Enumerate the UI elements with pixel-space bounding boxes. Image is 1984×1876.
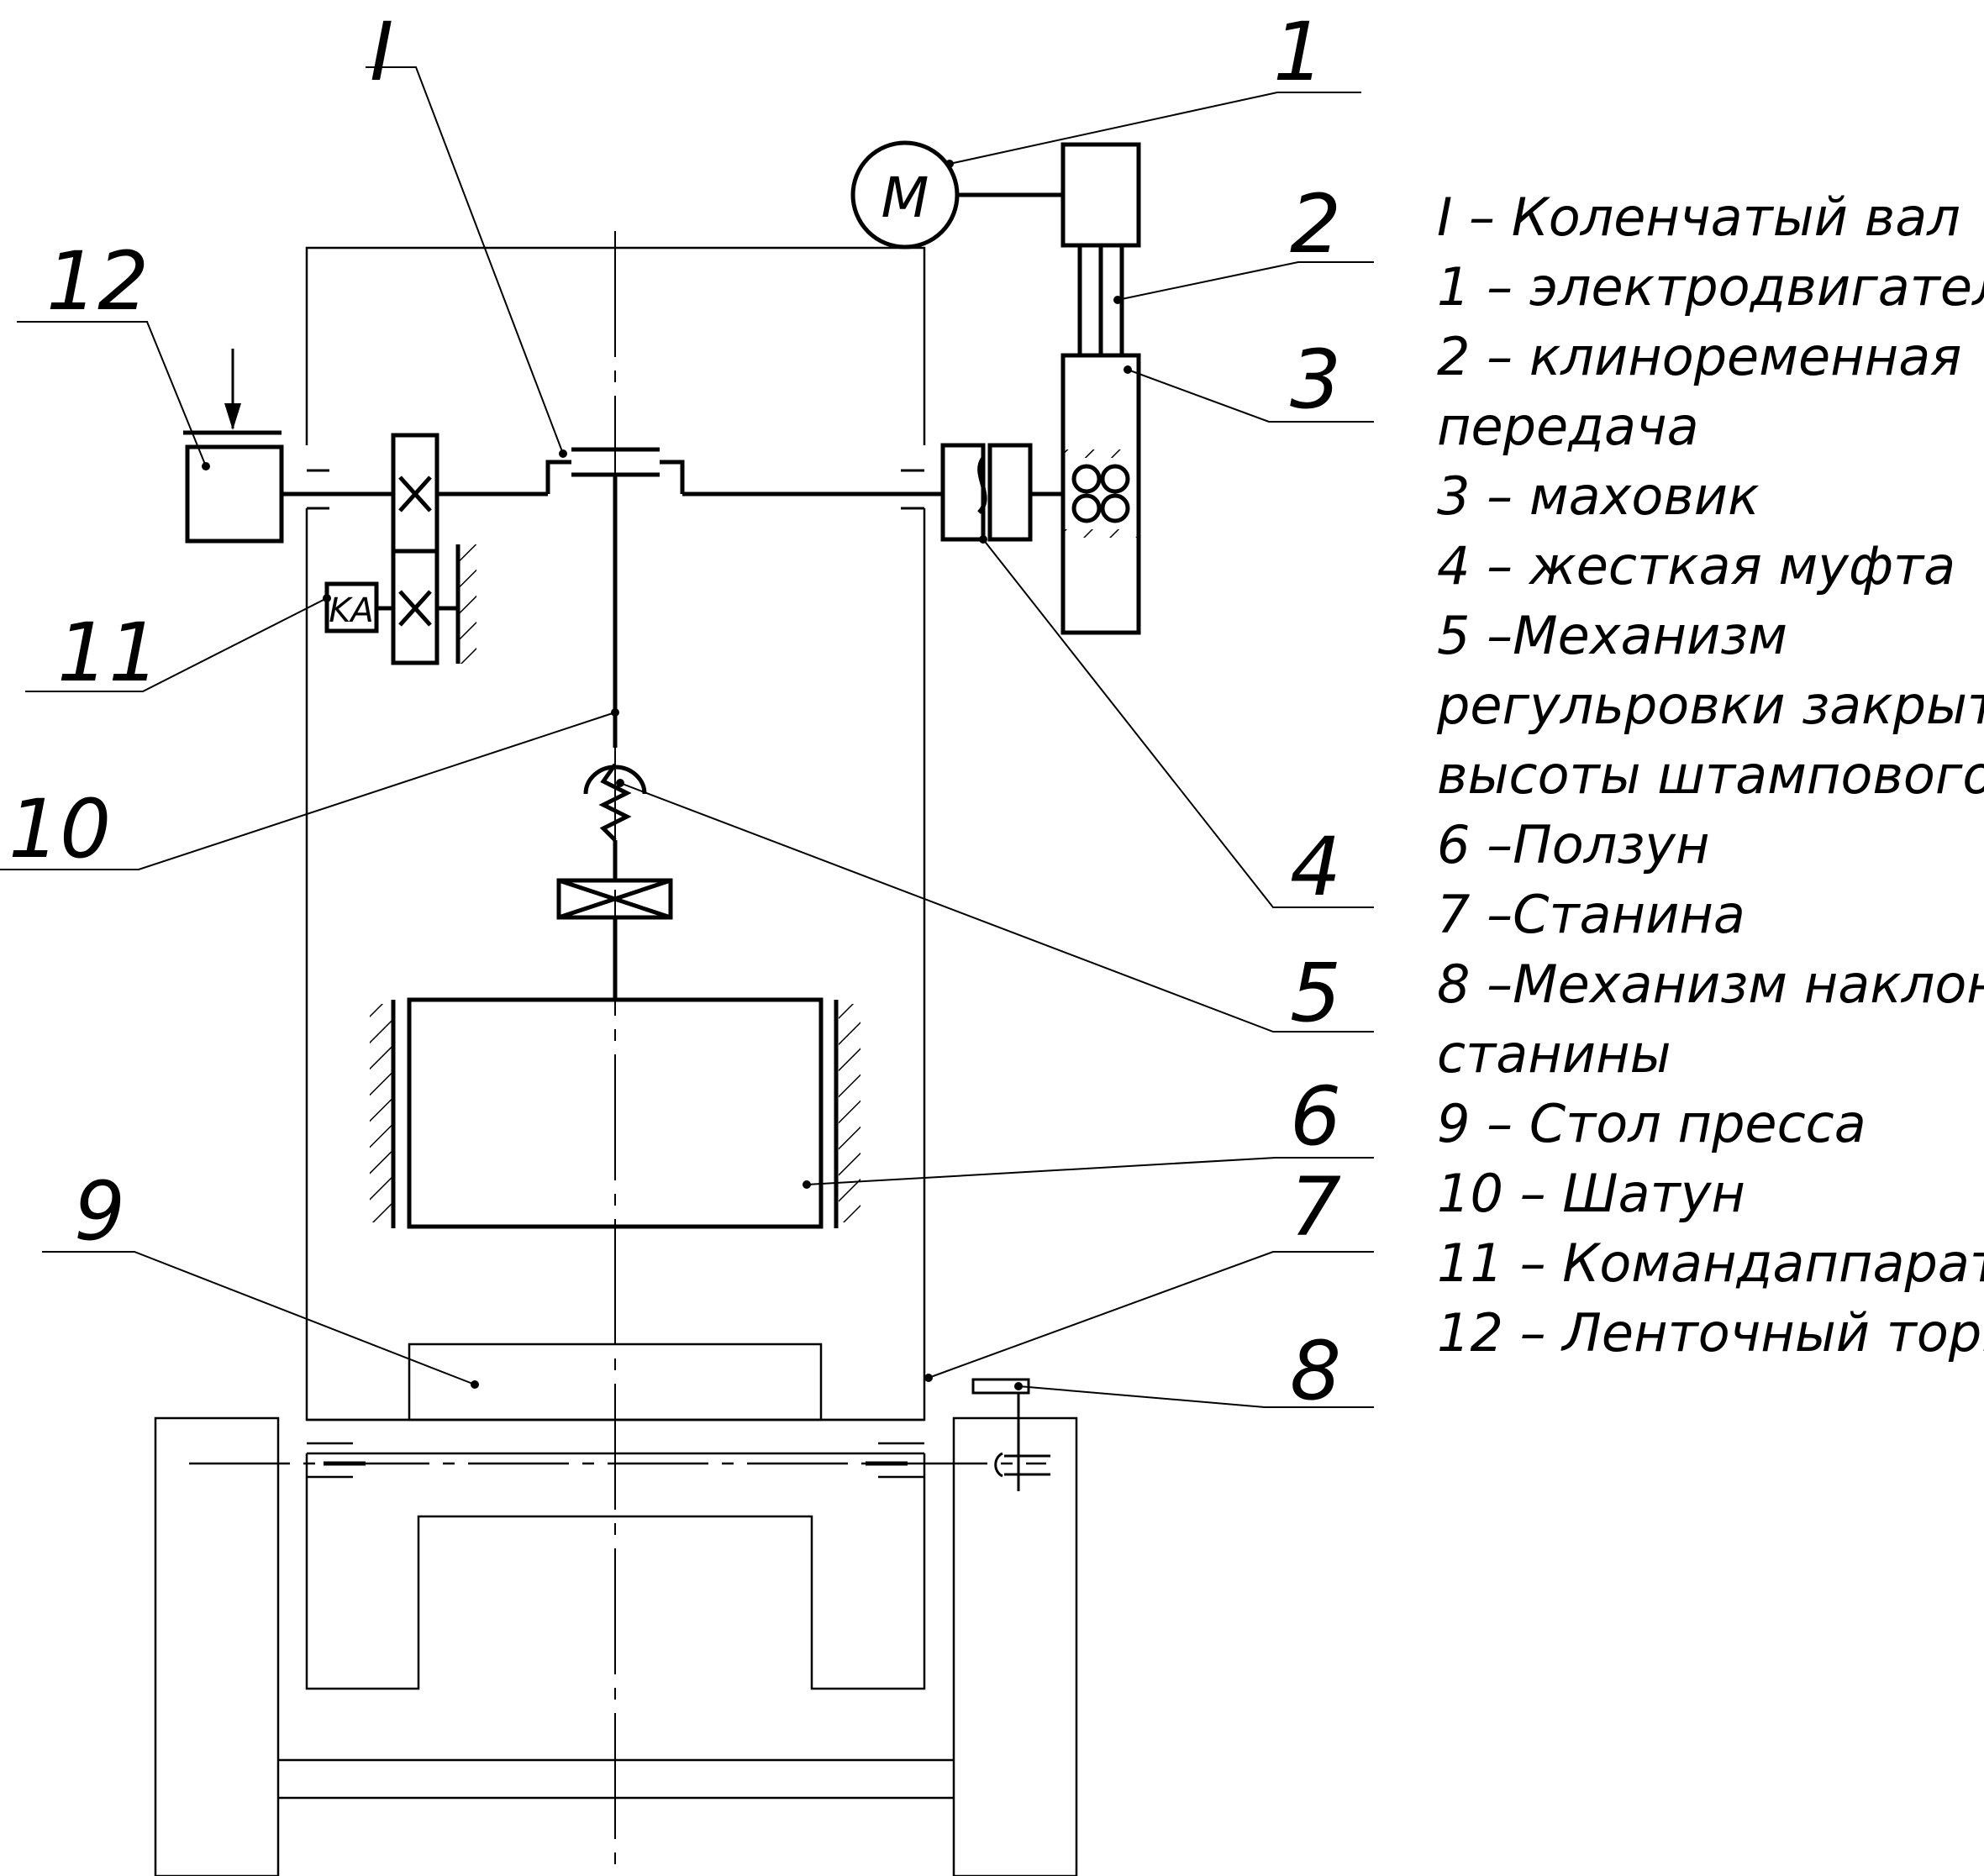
callout-1: 1 [1273,5,1324,99]
legend-line: 10 – Шатун [1437,1163,1745,1224]
legend-line: 11 – Командаппарат [1437,1232,1984,1294]
legend-line: 7 –Станина [1437,884,1745,945]
band-brake [183,349,284,544]
legend: I – Коленчатый вал 1 – электродвигатель … [1436,187,1984,1364]
frame-tilt-mechanism [971,1378,1050,1491]
legend-line: станины [1437,1023,1671,1085]
callout-11: 11 [57,606,160,700]
flywheel [1030,353,1141,635]
callout-6: 6 [1290,1069,1341,1164]
legend-line: I – Коленчатый вал [1437,187,1960,248]
crankshaft [282,447,943,510]
legend-line: высоты штампового [1437,744,1984,806]
callout-9: 9 [74,1164,125,1259]
legend-line: 6 –Ползун [1437,814,1710,875]
leader-lines [0,66,1374,1408]
callout-10: 10 [8,782,111,876]
leader-markers [202,160,1132,1390]
callout-2: 2 [1290,177,1341,271]
legend-line: 4 – жесткая муфта [1437,535,1955,596]
legend-line: 1 – электродвигатель [1437,256,1984,318]
legend-line: 8 –Механизм наклона [1437,954,1984,1015]
rigid-coupling [940,443,1033,542]
motor-label: M [881,166,929,230]
legend-line: 3 – маховик [1437,465,1760,527]
command-apparatus-label: KA [329,591,374,630]
v-belt-drive [1060,142,1141,355]
legend-line: регульровки закрытой [1436,675,1984,736]
legend-line: 9 – Стол пресса [1437,1093,1866,1154]
callout-5: 5 [1290,946,1341,1040]
callout-4: 4 [1290,820,1341,914]
connecting-rod [556,475,673,1000]
legend-line: передача [1437,396,1699,457]
callout-I: I [370,5,393,99]
gear-pair [376,433,476,665]
callout-7: 7 [1290,1160,1341,1254]
slide [370,997,860,1229]
legend-line: 2 – клиноременная [1437,326,1961,387]
legend-line: 5 –Механизм [1437,605,1787,666]
callout-numbers: I 1 2 3 4 5 6 7 8 9 10 11 12 [8,5,1341,1418]
legend-line: 12 – Ленточный тормоз [1437,1302,1984,1364]
callout-3: 3 [1290,333,1341,427]
callout-12: 12 [46,234,149,328]
electric-motor: M [850,140,1063,250]
command-apparatus: KA [324,581,379,633]
callout-8: 8 [1290,1324,1341,1418]
